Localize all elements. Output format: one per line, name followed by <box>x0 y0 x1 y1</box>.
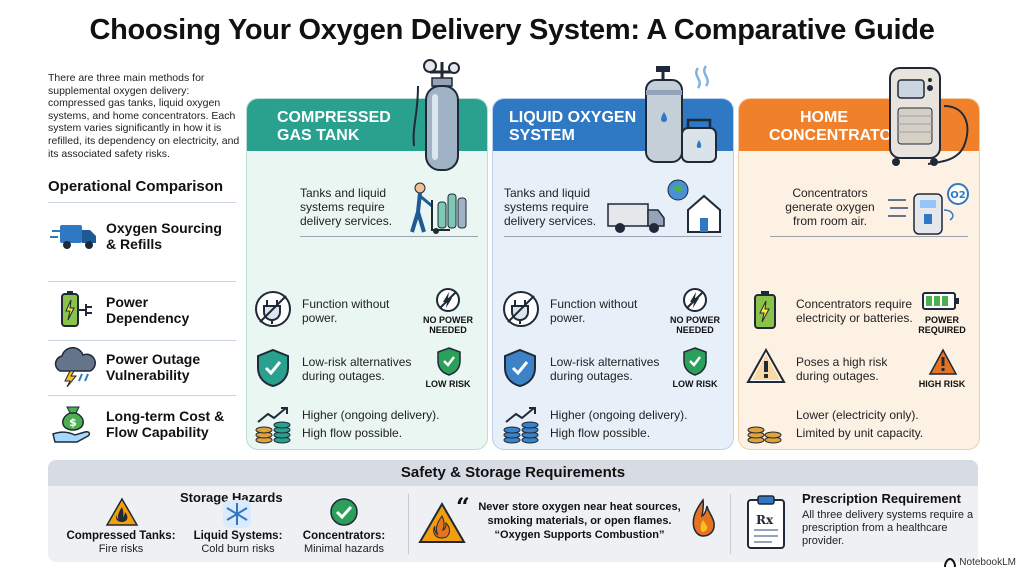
low-risk-badge: LOW RISK <box>672 379 718 389</box>
rx-symbol: Rx <box>756 513 774 527</box>
cost-growth-icon <box>502 404 542 451</box>
cell-outage: Poses a high risk during outages. <box>796 355 888 383</box>
liquid-oxygen-tank-icon <box>642 62 722 173</box>
cell-cost-2: High flow possible. <box>302 426 403 440</box>
cell-sourcing: Tanks and liquid systems require deliver… <box>300 186 393 228</box>
money-hand-icon: $ <box>48 404 100 444</box>
hazard-concentrator: Concentrators:Minimal hazards <box>302 530 386 555</box>
cell-cost-2: Limited by unit capacity. <box>796 426 924 440</box>
truck-globe-house-icon <box>606 178 724 241</box>
battery-charging-icon <box>752 290 778 335</box>
divider <box>48 395 236 396</box>
shield-check-icon <box>255 348 291 393</box>
row-label-sourcing: Oxygen Sourcing& Refills <box>48 216 238 256</box>
divider <box>730 494 731 554</box>
cell-sourcing: Concentrators generate oxygen from room … <box>785 186 875 228</box>
cell-power: Function without power. <box>550 297 638 325</box>
coins-icon <box>746 416 786 451</box>
cell-cost-1: Higher (ongoing delivery). <box>550 408 688 422</box>
separator-line <box>504 236 722 237</box>
quote-mark-icon: “ <box>456 492 470 521</box>
cell-outage: Low-risk alternatives during outages. <box>550 355 660 383</box>
cell-cost-1: Higher (ongoing delivery). <box>302 408 440 422</box>
plug-icon <box>254 290 292 333</box>
row-label-cost: $ Long-term Cost &Flow Capability <box>48 404 238 444</box>
svg-text:$: $ <box>69 416 77 429</box>
separator-line <box>770 236 968 237</box>
notebooklm-logo-icon <box>944 557 957 567</box>
cell-power: Concentrators require electricity or bat… <box>796 297 913 325</box>
low-risk-shield-icon <box>682 347 708 382</box>
snowflake-icon <box>223 500 251 533</box>
storm-cloud-icon <box>48 347 100 387</box>
gas-cylinder-icon <box>412 56 472 181</box>
battery-full-icon <box>922 292 960 315</box>
prescription-clipboard-icon: Rx <box>744 494 790 557</box>
cell-sourcing: Tanks and liquid systems require deliver… <box>504 186 597 228</box>
separator-line <box>300 236 478 237</box>
plug-icon <box>502 290 540 333</box>
cell-cost-2: High flow possible. <box>550 426 651 440</box>
safety-quote: Never store oxygen near heat sources, sm… <box>478 501 681 541</box>
brand-logo: NotebookLM <box>944 557 1016 568</box>
divider <box>48 340 236 341</box>
fire-warning-icon <box>105 497 139 532</box>
check-circle-icon <box>329 497 359 532</box>
shield-check-icon <box>502 348 538 393</box>
flame-icon <box>688 498 718 543</box>
storage-hazards-title: Storage Hazards <box>180 490 283 505</box>
low-risk-shield-icon <box>436 347 462 382</box>
delivery-person-icon <box>404 180 478 241</box>
fire-warning-icon <box>418 502 466 549</box>
no-power-icon <box>435 287 461 318</box>
cost-growth-icon <box>254 404 294 451</box>
delivery-truck-icon <box>48 216 100 256</box>
divider <box>48 281 236 282</box>
divider <box>48 202 236 203</box>
safety-title: Safety & Storage Requirements <box>48 460 978 486</box>
page-title: Choosing Your Oxygen Delivery System: A … <box>89 14 935 46</box>
operational-comparison-title: Operational Comparison <box>48 178 224 195</box>
intro-text: There are three main methods for supplem… <box>48 72 240 160</box>
hazard-compressed: Compressed Tanks:Fire risks <box>66 530 176 555</box>
cell-cost-1: Lower (electricity only). <box>796 408 919 422</box>
no-power-icon <box>682 287 708 318</box>
divider <box>408 494 409 554</box>
hazard-liquid: Liquid Systems:Cold burn risks <box>193 530 283 555</box>
o2-label: O2 <box>950 190 966 201</box>
battery-plug-icon <box>48 290 100 330</box>
air-to-oxygen-icon: O2 <box>886 180 972 243</box>
oxygen-concentrator-machine-icon <box>880 66 978 175</box>
cell-outage: Low-risk alternatives during outages. <box>302 355 412 383</box>
prescription-text: All three delivery systems require a pre… <box>802 509 974 547</box>
high-risk-badge: HIGH RISK <box>918 379 966 389</box>
low-risk-badge: LOW RISK <box>425 379 471 389</box>
cell-power: Function without power. <box>302 297 390 325</box>
warning-icon <box>746 347 786 389</box>
high-risk-icon <box>928 348 958 381</box>
prescription-title: Prescription Requirement <box>802 491 961 506</box>
